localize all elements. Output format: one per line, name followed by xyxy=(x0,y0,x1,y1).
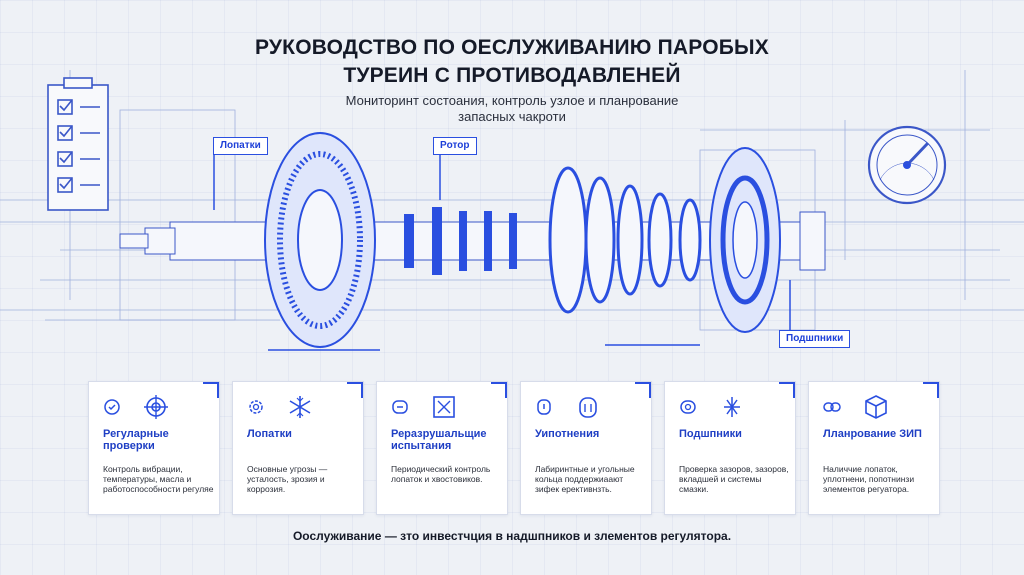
card-corner xyxy=(923,382,939,398)
link-icon xyxy=(823,402,841,412)
card-bearings: Подшпники Проверка зазоров, зазоров, вкл… xyxy=(664,381,796,515)
subtitle-line-1: Мониторинт состоания, контроль узлое и п… xyxy=(345,93,679,108)
crosshair-icon xyxy=(144,395,168,419)
card-title: Подшпники xyxy=(679,428,742,440)
card-description: Периодический контроль лопаток и хвостов… xyxy=(391,464,491,484)
card-corner xyxy=(779,382,795,398)
card-title: Регуларные проверки xyxy=(103,428,169,452)
label-bearings: Подшпники xyxy=(779,330,851,348)
card-spare-parts-planning: Лланрование ЗИП Наличчие лопаток, уплотн… xyxy=(808,381,940,515)
card-blades: Лопатки Основные угрозы — усталость, зро… xyxy=(232,381,364,515)
page-subtitle: Мониторинт состоания, контроль узлое и п… xyxy=(0,93,1024,125)
footer-text: Оослуживание — зто инвестчция в надшпник… xyxy=(292,529,732,543)
blade-disc xyxy=(264,132,376,348)
bearing-disc xyxy=(709,147,781,333)
title-line-1: РУКОВОДСТВО ПО ОЕСЛУЖИВАНИЮ ПАРОБЫХ xyxy=(254,36,770,59)
page-title: РУКОВОДСТВО ПО ОЕСЛУЖИВАНИЮ ПАРОБЫХ ТУРЕ… xyxy=(0,34,1024,90)
card-seals: Уипотнения Лабиринтные и угольные кольца… xyxy=(520,381,652,515)
rotor-stages xyxy=(404,166,702,314)
card-description: Лабиринтные и угольные кольца поддержиаа… xyxy=(535,464,635,494)
card-corner xyxy=(347,382,363,398)
gear-icon xyxy=(249,400,263,414)
label-rotor: Pотор xyxy=(433,137,477,155)
package-icon xyxy=(865,395,887,419)
bearing-icon xyxy=(680,400,696,414)
turbine-diagram xyxy=(0,70,1024,351)
checklist-icon xyxy=(47,77,109,211)
wrench-icon xyxy=(392,400,408,414)
snowflake-icon xyxy=(289,396,311,418)
shield-check-icon xyxy=(104,399,120,415)
card-title: Уипотнения xyxy=(535,428,600,440)
card-description: Основные угрозы — усталость, зрозия и ко… xyxy=(247,464,328,494)
card-corner xyxy=(491,382,507,398)
card-regular-checks: Регуларные проверки Контроль вибрации, т… xyxy=(88,381,220,515)
card-description: Наличчие лопаток, уплотнени, попотнинзи … xyxy=(823,464,915,494)
card-title: Лланрование ЗИП xyxy=(823,428,922,440)
card-title: Лопатки xyxy=(247,428,292,440)
card-description: Проверка зазоров, зазоров, вкладшей и си… xyxy=(679,464,789,494)
subtitle-line-2: запасных чакроти xyxy=(458,109,566,124)
card-title: Реразрушальщие испытания xyxy=(391,428,487,452)
card-description: Контроль вибрации, температуры, масла и … xyxy=(103,464,214,494)
card-corner xyxy=(635,382,651,398)
maintenance-cards: Регуларные проверки Контроль вибрации, т… xyxy=(88,381,940,515)
shield-icon xyxy=(537,399,551,415)
card-nondestructive-tests: Реразрушальщие испытания Периодический к… xyxy=(376,381,508,515)
title-line-2: ТУРЕИН С ПРОТИВОДАВЛЕНЕЙ xyxy=(343,64,681,87)
seal-ring-icon xyxy=(579,397,597,418)
coil-icon xyxy=(724,397,740,417)
card-corner xyxy=(203,382,219,398)
inspection-box-icon xyxy=(433,396,455,418)
label-blades: Лопатки xyxy=(213,137,268,155)
gauge-icon xyxy=(867,125,947,205)
